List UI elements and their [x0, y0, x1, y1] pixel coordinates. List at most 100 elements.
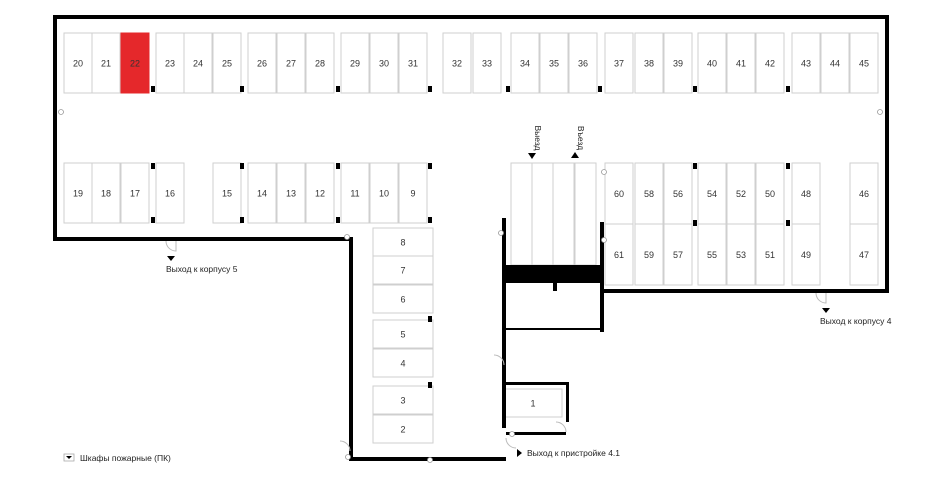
parking-spot-14[interactable]: 14 [247, 162, 277, 224]
parking-spot-34[interactable]: 34 [510, 32, 540, 94]
parking-spot-box [372, 227, 434, 257]
parking-spot-29[interactable]: 29 [340, 32, 370, 94]
parking-spot-21[interactable]: 21 [91, 32, 121, 94]
parking-spot-number: 32 [452, 58, 462, 68]
parking-spot-box [372, 319, 434, 349]
fire-cabinets [58, 109, 883, 463]
parking-spot-42[interactable]: 42 [755, 32, 785, 94]
parking-spot-box [372, 348, 434, 378]
parking-spot-48[interactable]: 48 [791, 162, 821, 225]
parking-spot-7[interactable]: 7 [372, 255, 434, 285]
parking-spot-59[interactable]: 59 [634, 223, 664, 286]
parking-spot-33[interactable]: 33 [472, 32, 502, 94]
exit-building4-label: Выход к корпусу 4 [820, 316, 892, 326]
parking-spot-number: 50 [765, 189, 775, 199]
parking-spot-54[interactable]: 54 [697, 162, 727, 225]
parking-spot-box [442, 32, 472, 94]
parking-spot-11[interactable]: 11 [340, 162, 370, 224]
parking-spot-28[interactable]: 28 [305, 32, 335, 94]
parking-spot-43[interactable]: 43 [791, 32, 821, 94]
parking-spot-22[interactable]: 22 [120, 32, 150, 94]
parking-spot-box [755, 223, 785, 286]
parking-spot-box [63, 162, 93, 224]
parking-spot-2[interactable]: 2 [372, 414, 434, 444]
parking-spot-box [247, 32, 277, 94]
parking-spot-number: 26 [257, 58, 267, 68]
parking-spot-number: 36 [578, 58, 588, 68]
parking-spot-10[interactable]: 10 [369, 162, 399, 224]
parking-spot-6[interactable]: 6 [372, 284, 434, 314]
parking-spot-18[interactable]: 18 [91, 162, 121, 224]
parking-spot-35[interactable]: 35 [539, 32, 569, 94]
parking-spot-box [398, 32, 428, 94]
parking-spot-60[interactable]: 60 [604, 162, 634, 225]
parking-spot-39[interactable]: 39 [663, 32, 693, 94]
parking-spot-52[interactable]: 52 [726, 162, 756, 225]
parking-spot-number: 3 [400, 395, 405, 405]
parking-spot-box [568, 32, 598, 94]
parking-spot-box [791, 223, 821, 286]
parking-spot-number: 24 [193, 58, 203, 68]
parking-spot-38[interactable]: 38 [634, 32, 664, 94]
parking-spot-30[interactable]: 30 [369, 32, 399, 94]
parking-spot-44[interactable]: 44 [820, 32, 850, 94]
parking-spot-50[interactable]: 50 [755, 162, 785, 225]
parking-spot-box [63, 32, 93, 94]
parking-spot-box [820, 32, 850, 94]
parking-spot-57[interactable]: 57 [663, 223, 693, 286]
parking-spot-number: 35 [549, 58, 559, 68]
parking-spot-15[interactable]: 15 [212, 162, 242, 224]
parking-spot-8[interactable]: 8 [372, 227, 434, 257]
parking-spot-9[interactable]: 9 [398, 162, 428, 224]
parking-spot-16[interactable]: 16 [155, 162, 185, 224]
parking-spot-3[interactable]: 3 [372, 385, 434, 415]
parking-spot-55[interactable]: 55 [697, 223, 727, 286]
parking-spot-27[interactable]: 27 [276, 32, 306, 94]
parking-spot-23[interactable]: 23 [155, 32, 185, 94]
parking-spot-5[interactable]: 5 [372, 319, 434, 349]
parking-spot-1[interactable]: 1 [503, 388, 563, 418]
parking-spot-box [305, 32, 335, 94]
parking-spot-26[interactable]: 26 [247, 32, 277, 94]
parking-spot-box [340, 32, 370, 94]
parking-spot-number: 23 [165, 58, 175, 68]
parking-spot-49[interactable]: 49 [791, 223, 821, 286]
parking-spot-number: 52 [736, 189, 746, 199]
parking-spot-46[interactable]: 46 [849, 162, 879, 225]
parking-spot-25[interactable]: 25 [212, 32, 242, 94]
parking-spot-17[interactable]: 17 [120, 162, 150, 224]
parking-spot-53[interactable]: 53 [726, 223, 756, 286]
parking-spot-box [155, 162, 185, 224]
parking-spot-47[interactable]: 47 [849, 223, 879, 286]
parking-spot-13[interactable]: 13 [276, 162, 306, 224]
parking-spot-31[interactable]: 31 [398, 32, 428, 94]
ramp-entry-label: Въезд [576, 126, 586, 150]
parking-spot-number: 42 [765, 58, 775, 68]
parking-spot-58[interactable]: 58 [634, 162, 664, 225]
parking-spot-19[interactable]: 19 [63, 162, 93, 224]
exit-building5-marker [167, 256, 175, 261]
parking-spot-4[interactable]: 4 [372, 348, 434, 378]
parking-spot-37[interactable]: 37 [604, 32, 634, 94]
parking-spot-box [634, 223, 664, 286]
parking-spot-number: 10 [379, 188, 389, 198]
parking-spot-61[interactable]: 61 [604, 223, 634, 286]
parking-spot-32[interactable]: 32 [442, 32, 472, 94]
parking-spot-36[interactable]: 36 [568, 32, 598, 94]
parking-spot-40[interactable]: 40 [697, 32, 727, 94]
parking-spot-box [634, 162, 664, 225]
parking-spot-number: 40 [707, 58, 717, 68]
parking-spot-41[interactable]: 41 [726, 32, 756, 94]
parking-spot-51[interactable]: 51 [755, 223, 785, 286]
parking-spot-number: 51 [765, 250, 775, 260]
parking-spot-56[interactable]: 56 [663, 162, 693, 225]
parking-spot-24[interactable]: 24 [183, 32, 213, 94]
parking-spot-20[interactable]: 20 [63, 32, 93, 94]
parking-spot-12[interactable]: 12 [305, 162, 335, 224]
parking-spot-number: 4 [400, 358, 405, 368]
parking-spot-45[interactable]: 45 [849, 32, 879, 94]
ramp-lane [510, 162, 533, 266]
parking-spot-box [372, 414, 434, 444]
parking-spot-number: 61 [614, 250, 624, 260]
parking-spot-box [91, 162, 121, 224]
